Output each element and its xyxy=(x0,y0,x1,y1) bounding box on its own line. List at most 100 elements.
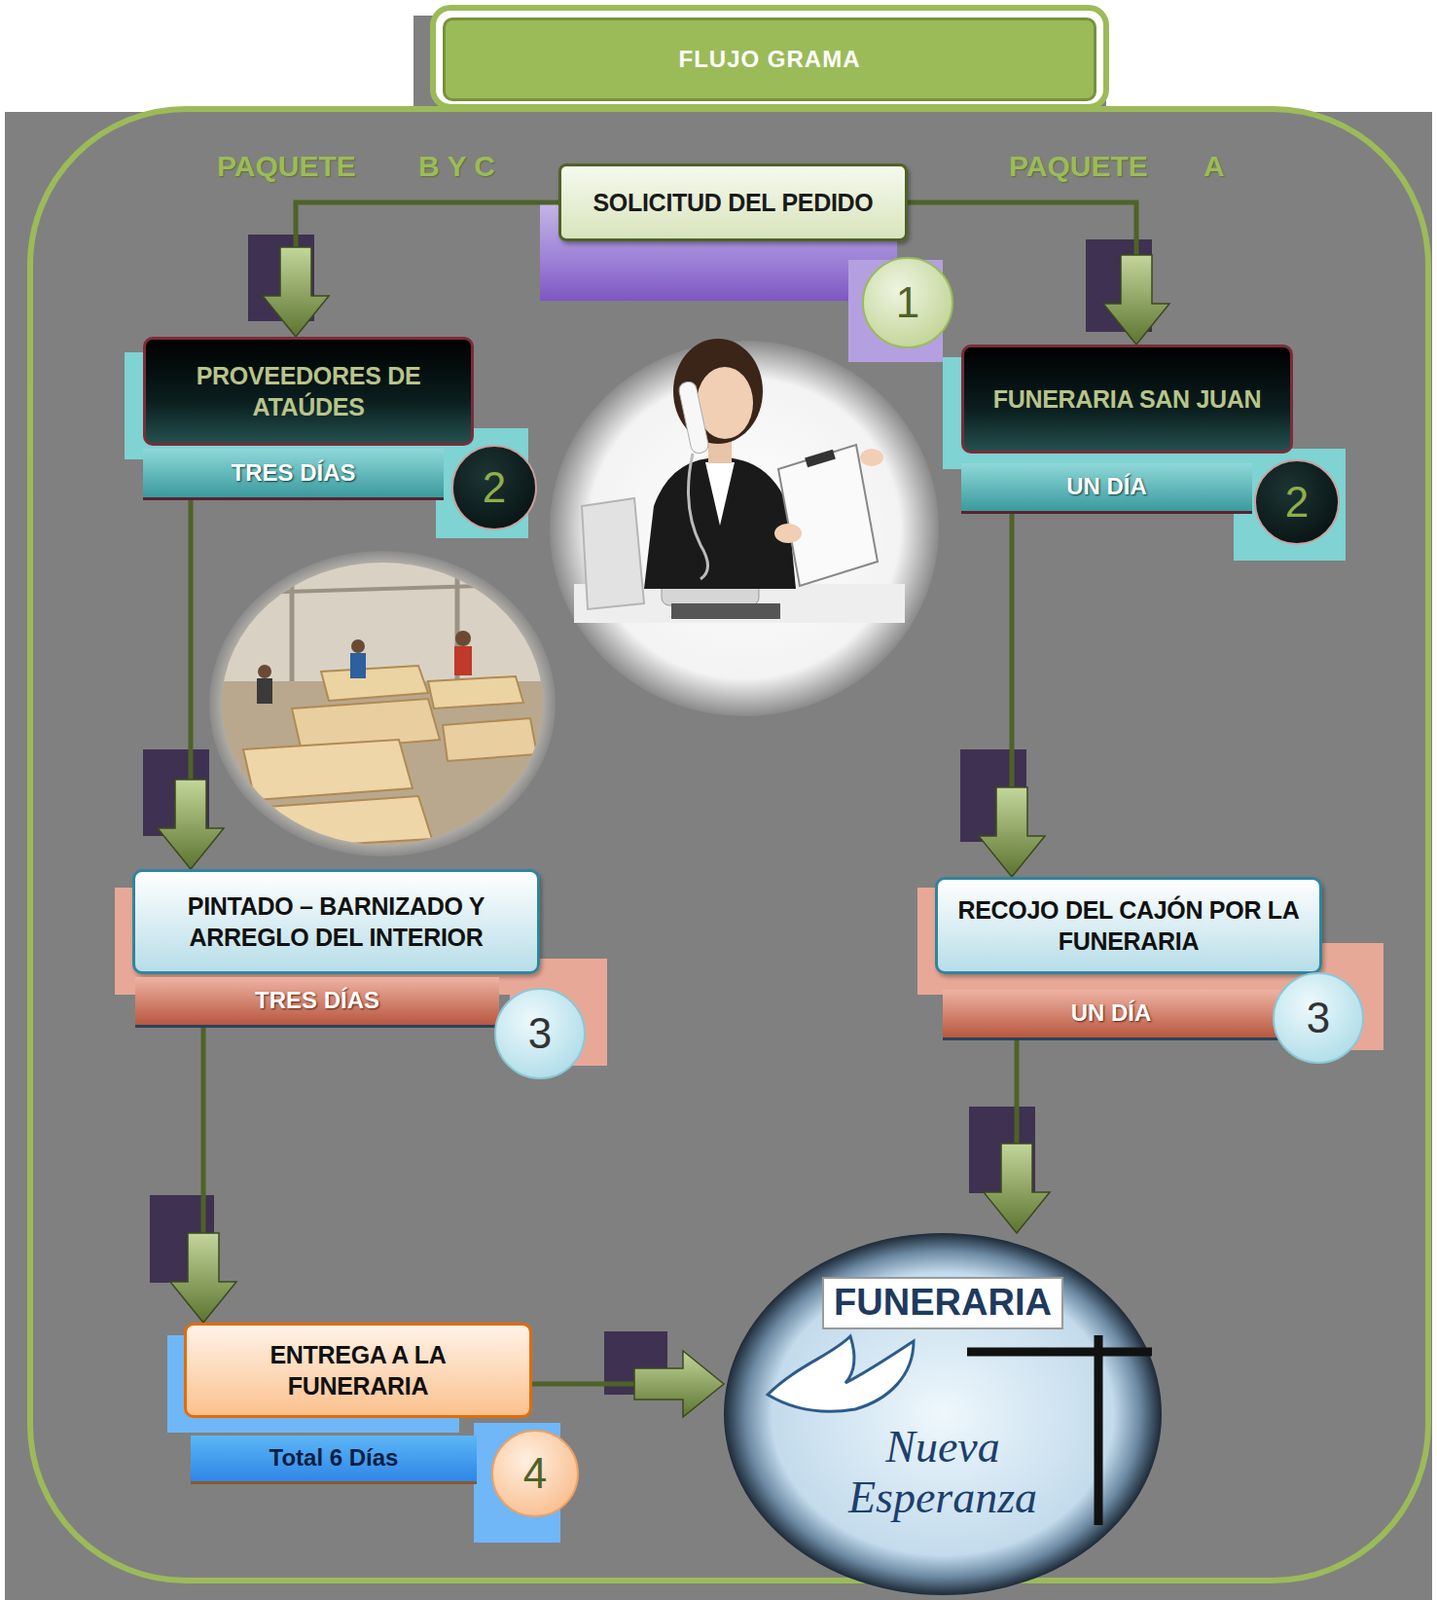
package-label: PAQUETE xyxy=(216,149,357,183)
connector-line xyxy=(907,202,1137,255)
callout-text: 1 xyxy=(896,278,920,327)
logo-script: Nueva Esperanza xyxy=(811,1421,1075,1525)
package-text: A xyxy=(1203,149,1225,182)
phone-cord xyxy=(688,453,709,579)
callout-text: 2 xyxy=(482,463,506,512)
duration-band: UN DÍA xyxy=(942,989,1280,1041)
process-node: PROVEEDORES DE ATAÚDESTRES DÍAS xyxy=(143,336,474,501)
phone-receiver xyxy=(678,380,711,455)
book xyxy=(671,603,781,619)
connector-line xyxy=(1009,513,1015,788)
office-photo xyxy=(549,338,939,717)
jacket xyxy=(644,457,796,589)
process-box: RECOJO DEL CAJÓN POR LA FUNERARIA xyxy=(934,876,1323,974)
coffin xyxy=(442,718,538,761)
process-box: ENTREGA A LA FUNERARIA xyxy=(183,1322,533,1418)
process-node: PINTADO – BARNIZADO Y ARREGLO DEL INTERI… xyxy=(132,868,540,1028)
gray-ground xyxy=(4,111,1433,1600)
photo-circle xyxy=(209,550,556,857)
callout-text: 4 xyxy=(523,1448,547,1498)
coffin xyxy=(252,795,432,849)
package-text: B Y C xyxy=(418,149,496,182)
process-node: RECOJO DEL CAJÓN POR LA FUNERARIA UN DÍA xyxy=(934,876,1323,1041)
block-arrowhead xyxy=(634,1350,724,1417)
process-box: PROVEEDORES DE ATAÚDES xyxy=(143,336,474,446)
callout-number: 2 xyxy=(1254,459,1340,545)
accent-block xyxy=(1290,942,1384,1050)
connector-line xyxy=(201,1027,207,1233)
callout-number: 4 xyxy=(491,1429,579,1517)
duration-band: TRES DÍAS xyxy=(143,448,444,501)
workshop-photo xyxy=(209,550,556,857)
block-arrowhead xyxy=(262,247,329,337)
dove xyxy=(767,1335,914,1411)
accent-block xyxy=(473,1422,561,1543)
diagram-title: FLUJO GRAMA xyxy=(442,17,1097,102)
worker-head xyxy=(257,664,272,679)
flow-arrow xyxy=(983,1040,1050,1233)
logo-circle xyxy=(723,1232,1162,1595)
flow-arrow xyxy=(532,1350,724,1417)
duration-band: UN DÍA xyxy=(961,463,1253,514)
package-label: PAQUETE xyxy=(1008,149,1149,183)
package-text: PAQUETE xyxy=(1008,149,1149,182)
callout-number: 2 xyxy=(451,444,538,531)
block-arrowhead xyxy=(1103,254,1170,345)
title-frame xyxy=(432,7,1107,108)
block-arrowhead xyxy=(170,1232,237,1323)
accent-block xyxy=(917,887,1291,995)
title-ground xyxy=(413,15,1107,113)
logo-node: FUNERARIA Nueva Esperanza xyxy=(723,1232,1162,1595)
logo-art xyxy=(723,1232,1162,1595)
block-arrowhead xyxy=(983,1143,1050,1233)
worker-body xyxy=(454,646,472,676)
shirt xyxy=(705,462,735,526)
block-arrowhead xyxy=(157,779,224,869)
duration-band: Total 6 Días xyxy=(190,1435,477,1484)
logo-title: FUNERARIA xyxy=(822,1276,1064,1330)
clip xyxy=(804,449,836,468)
callout-text: 3 xyxy=(528,1008,552,1058)
callout-text: 2 xyxy=(1285,477,1309,527)
package-text: PAQUETE xyxy=(216,149,357,182)
process-node: FUNERARIA SAN JUAN UN DÍA xyxy=(961,344,1294,514)
accent-block xyxy=(942,357,1234,469)
flow-arrow xyxy=(907,202,1170,345)
accent-block xyxy=(539,204,898,301)
accent-block xyxy=(435,428,529,539)
worker-head xyxy=(351,639,365,653)
flow-arrow xyxy=(262,202,559,337)
roof-beam xyxy=(223,583,545,594)
clipboard xyxy=(778,444,878,586)
accent-block xyxy=(114,887,515,995)
pillar xyxy=(289,564,295,682)
photo-circle xyxy=(549,340,939,717)
process-box: FUNERARIA SAN JUAN xyxy=(961,344,1294,454)
connector-line xyxy=(1014,1040,1020,1144)
flow-arrow xyxy=(170,1027,237,1323)
callout-number: 3 xyxy=(1272,971,1365,1064)
wall xyxy=(218,559,550,682)
coffin xyxy=(321,665,429,701)
worker-body xyxy=(350,652,366,679)
rounded-frame xyxy=(30,108,1429,1581)
duration-band: TRES DÍAS xyxy=(135,976,500,1028)
process-node: ENTREGA A LA FUNERARIA Total 6 Días xyxy=(183,1322,533,1484)
accent-block xyxy=(848,259,943,362)
hand xyxy=(774,523,802,543)
process-node: SOLICITUD DEL PEDIDO xyxy=(558,163,908,242)
worker-body xyxy=(256,678,273,704)
callout-text: 3 xyxy=(1306,993,1330,1042)
coffin xyxy=(243,739,413,800)
worker-head xyxy=(455,630,471,647)
coffin xyxy=(428,676,524,709)
accent-block xyxy=(1233,448,1346,561)
package-label: B Y C xyxy=(418,149,496,183)
cross xyxy=(1094,1334,1104,1525)
accent-block xyxy=(124,352,449,460)
